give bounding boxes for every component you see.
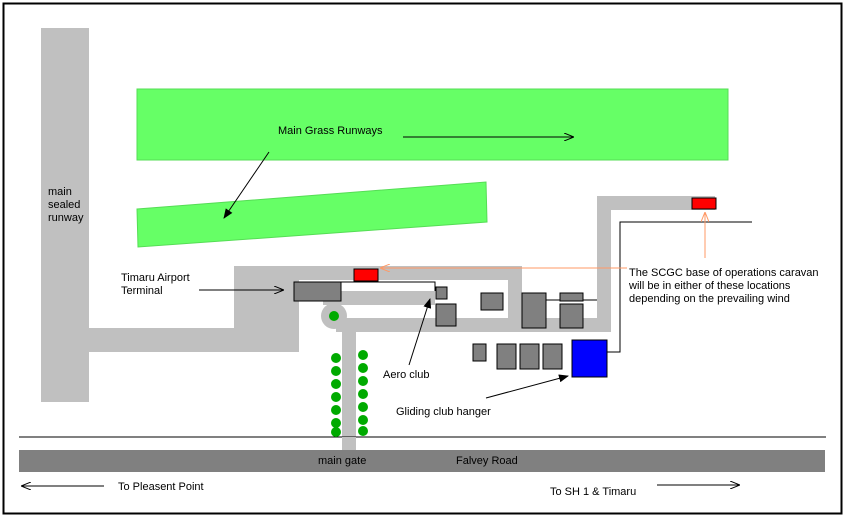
to-pleasent-point-label: To Pleasent Point: [118, 481, 204, 493]
main-sealed-runway: [41, 28, 89, 402]
building-2: [521, 292, 547, 329]
building-7: [519, 343, 540, 370]
falvey-road-label: Falvey Road: [456, 455, 518, 467]
roundabout-centre: [329, 311, 339, 321]
apron-east-stub: [508, 266, 522, 330]
hanger-pointer-arrow: [485, 374, 569, 399]
gliding-club-hanger: [571, 339, 608, 378]
main-sealed-runway-label-line1: main: [48, 186, 72, 198]
ne-road-horizontal: [597, 196, 715, 210]
tree-row-left: [331, 353, 341, 437]
to-sh1-timaru-label: To SH 1 & Timaru: [550, 486, 636, 498]
main-sealed-runway-label-line3: runway: [48, 212, 84, 224]
scgc-note-line2: will be in either of these locations: [628, 280, 791, 292]
terminal-building: [293, 281, 342, 302]
scgc-note-line1: The SCGC base of operations caravan: [629, 267, 819, 279]
aero-club-building: [435, 303, 457, 327]
building-1: [480, 292, 504, 311]
aero-club-label: Aero club: [383, 369, 429, 381]
aero-club-building-small: [435, 286, 448, 300]
access-road-to-gate: [342, 318, 356, 450]
building-5: [472, 343, 487, 362]
gliding-club-hanger-label: Gliding club hanger: [396, 406, 491, 418]
taxiway-west: [89, 328, 299, 352]
fence-line-terminal: [341, 281, 436, 291]
tree-row-right: [358, 350, 368, 436]
building-8: [542, 343, 563, 370]
caravan-position-apron: [353, 268, 379, 282]
main-grass-runways-label: Main Grass Runways: [278, 125, 383, 137]
main-grass-runway-lower: [136, 181, 488, 248]
loop-road-north: [323, 291, 435, 305]
main-grass-runway-upper: [136, 88, 729, 161]
falvey-road-strip: [19, 450, 825, 472]
building-4: [559, 303, 584, 329]
terminal-apron: [234, 266, 299, 328]
terminal-label-line1: Timaru Airport: [121, 272, 190, 284]
ne-road-vertical: [597, 196, 611, 332]
fence-line-east: [607, 221, 752, 353]
building-6: [496, 343, 517, 370]
grass-runway-pointer-arrow: [223, 151, 270, 219]
main-sealed-runway-label-line2: sealed: [48, 199, 80, 211]
scgc-note-line3: depending on the prevailing wind: [629, 293, 790, 305]
gate-gap: [342, 437, 356, 450]
main-gate-label: main gate: [318, 455, 366, 467]
caravan-position-ne: [691, 197, 717, 210]
aero-club-pointer-arrow: [408, 298, 432, 366]
terminal-label-line2: Terminal: [121, 285, 163, 297]
building-3: [559, 292, 584, 302]
